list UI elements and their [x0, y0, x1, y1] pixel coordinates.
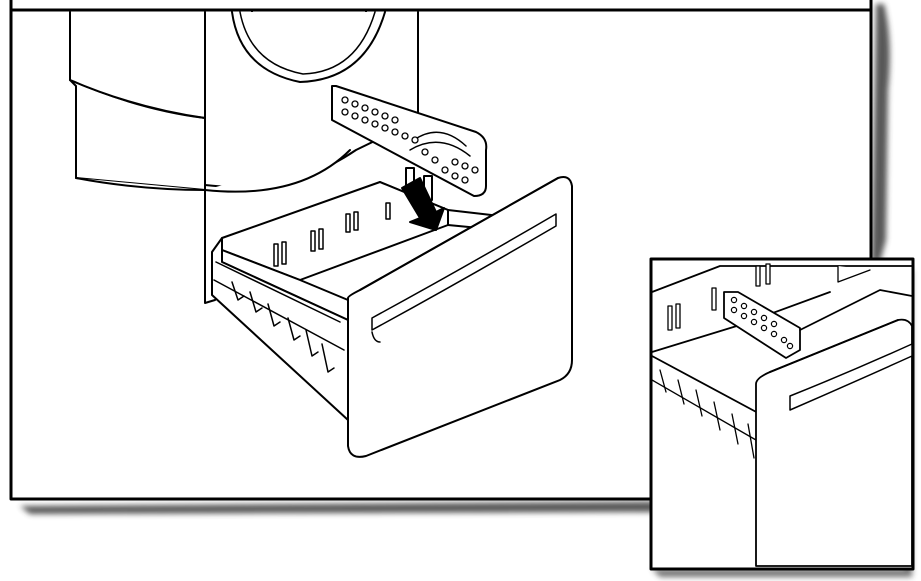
drawer-handle — [371, 213, 557, 331]
inset-right-rim — [799, 289, 913, 331]
divider-handle-edge — [409, 141, 471, 157]
drawer — [211, 176, 573, 458]
washer-pedestal — [69, 11, 419, 304]
inset-drawer-front-top — [769, 319, 899, 373]
washer-door-rim — [239, 11, 376, 75]
divider-panel — [331, 85, 488, 231]
inset-side-ribs — [651, 369, 757, 459]
insert-arrow — [401, 177, 445, 231]
inset-drawer — [651, 263, 913, 567]
drawer-front-top — [359, 177, 559, 291]
inset-divider-holes — [730, 296, 794, 350]
divider-holes — [341, 96, 479, 184]
divider-handle-slot — [413, 131, 467, 147]
inset-right-tab — [837, 265, 871, 283]
drawer-side-ribs — [213, 261, 345, 373]
inset-panel — [649, 257, 915, 577]
drawer-handle-shadow — [371, 331, 381, 343]
drawer-pegs — [273, 202, 391, 267]
pedestal-top-edge — [69, 79, 206, 119]
inset-drawer-handle — [789, 343, 913, 411]
pedestal-opening-top — [204, 149, 351, 193]
pedestal-mid-edge — [75, 177, 206, 191]
inset-pegs — [667, 263, 771, 331]
